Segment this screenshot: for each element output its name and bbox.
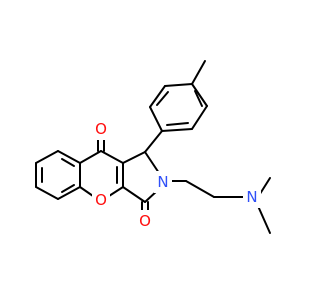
atom-label-o-pyran: O	[92, 189, 110, 211]
atom-label-n-dimethylamino: N	[243, 186, 261, 208]
nitrogen-label: N	[246, 188, 257, 206]
oxygen-label: O	[95, 191, 107, 209]
bond-skeleton	[35, 60, 271, 234]
atom-label-n-lactam: N	[154, 171, 172, 193]
atom-label-o-carbonyl-bottom: O	[136, 210, 154, 232]
nitrogen-label: N	[157, 173, 168, 191]
molecule-structure-diagram: O O O N N	[35, 60, 271, 234]
oxygen-label: O	[139, 212, 151, 230]
atom-label-o-carbonyl-top: O	[92, 118, 110, 140]
oxygen-label: O	[95, 120, 107, 138]
